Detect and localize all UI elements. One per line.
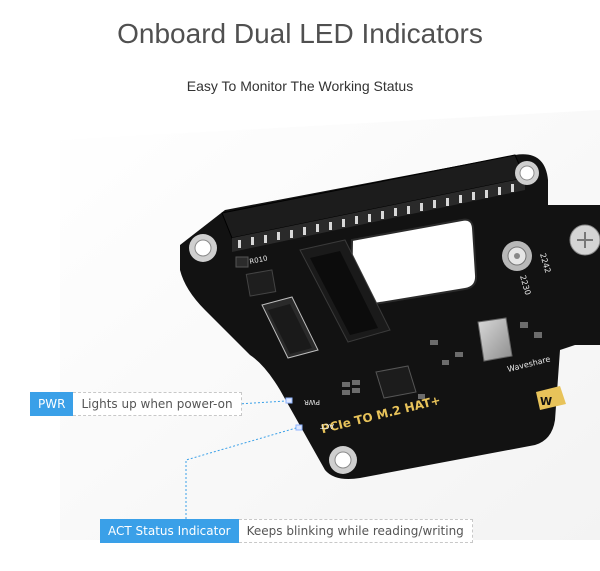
act-description: Keeps blinking while reading/writing	[238, 519, 473, 543]
pwr-led	[285, 397, 293, 404]
component-r010	[235, 256, 249, 268]
header-pins	[238, 184, 514, 248]
inductor	[477, 317, 513, 362]
waveshare-logo: W	[536, 386, 566, 410]
silk-r010: R010	[249, 254, 268, 266]
svg-text:W: W	[540, 395, 552, 408]
silk-pwr: PWR	[304, 398, 320, 406]
pwr-callout: PWR Lights up when power-on	[30, 392, 242, 416]
act-tag: ACT Status Indicator	[100, 519, 239, 543]
mounting-standoff	[502, 241, 532, 271]
mounting-screw	[569, 224, 600, 256]
mounting-hole-topright	[515, 161, 539, 185]
page-subtitle: Easy To Monitor The Working Status	[186, 78, 414, 94]
page-title: Onboard Dual LED Indicators	[117, 18, 483, 49]
controller-ic	[375, 365, 417, 399]
smd-components	[342, 322, 542, 399]
mounting-hole-bottom	[329, 446, 357, 474]
act-callout: ACT Status Indicator Keeps blinking whil…	[100, 519, 473, 543]
small-ic	[245, 269, 277, 297]
ffc-connector	[261, 296, 319, 359]
act-led	[295, 424, 303, 431]
m2-slot	[299, 239, 391, 343]
silk-act: ACT	[319, 422, 334, 430]
mounting-hole-left	[189, 234, 217, 262]
pwr-tag: PWR	[30, 392, 74, 416]
pwr-description: Lights up when power-on	[73, 392, 242, 416]
